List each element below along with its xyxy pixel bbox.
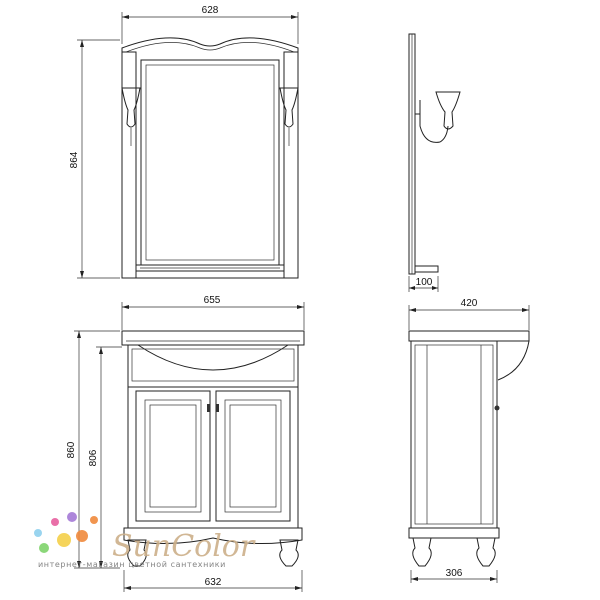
dim-vanity-top-width: 655 [204,295,221,306]
watermark-dot [34,529,42,537]
mirror-front-view: 628 864 [69,5,299,279]
watermark-dot [76,530,88,542]
watermark-brand: SunColor [112,529,256,564]
dim-vanity-base-width: 632 [205,577,222,588]
dim-mirror-depth: 100 [416,277,433,288]
watermark-tagline: интернет-магазин цветной сантехники [38,560,226,569]
dim-mirror-width: 628 [202,5,219,16]
mirror-side-view: 100 [408,33,461,292]
watermark-dot [57,533,71,547]
watermark-dot [90,516,98,524]
watermark-dot [51,518,59,526]
dim-vanity-body-height: 806 [88,449,99,466]
dim-vanity-total-height: 860 [66,441,77,458]
dim-vanity-base-depth: 306 [446,568,463,579]
dim-vanity-top-depth: 420 [461,298,478,309]
suncolor-watermark: SunColor интернет-магазин цветной сантех… [34,512,256,569]
watermark-dot [39,543,49,553]
vanity-side-view: 420 306 [408,298,530,583]
vanity-front-view: 655 860 806 [66,295,305,592]
watermark-dot [67,512,77,522]
dim-mirror-height: 864 [69,151,80,168]
